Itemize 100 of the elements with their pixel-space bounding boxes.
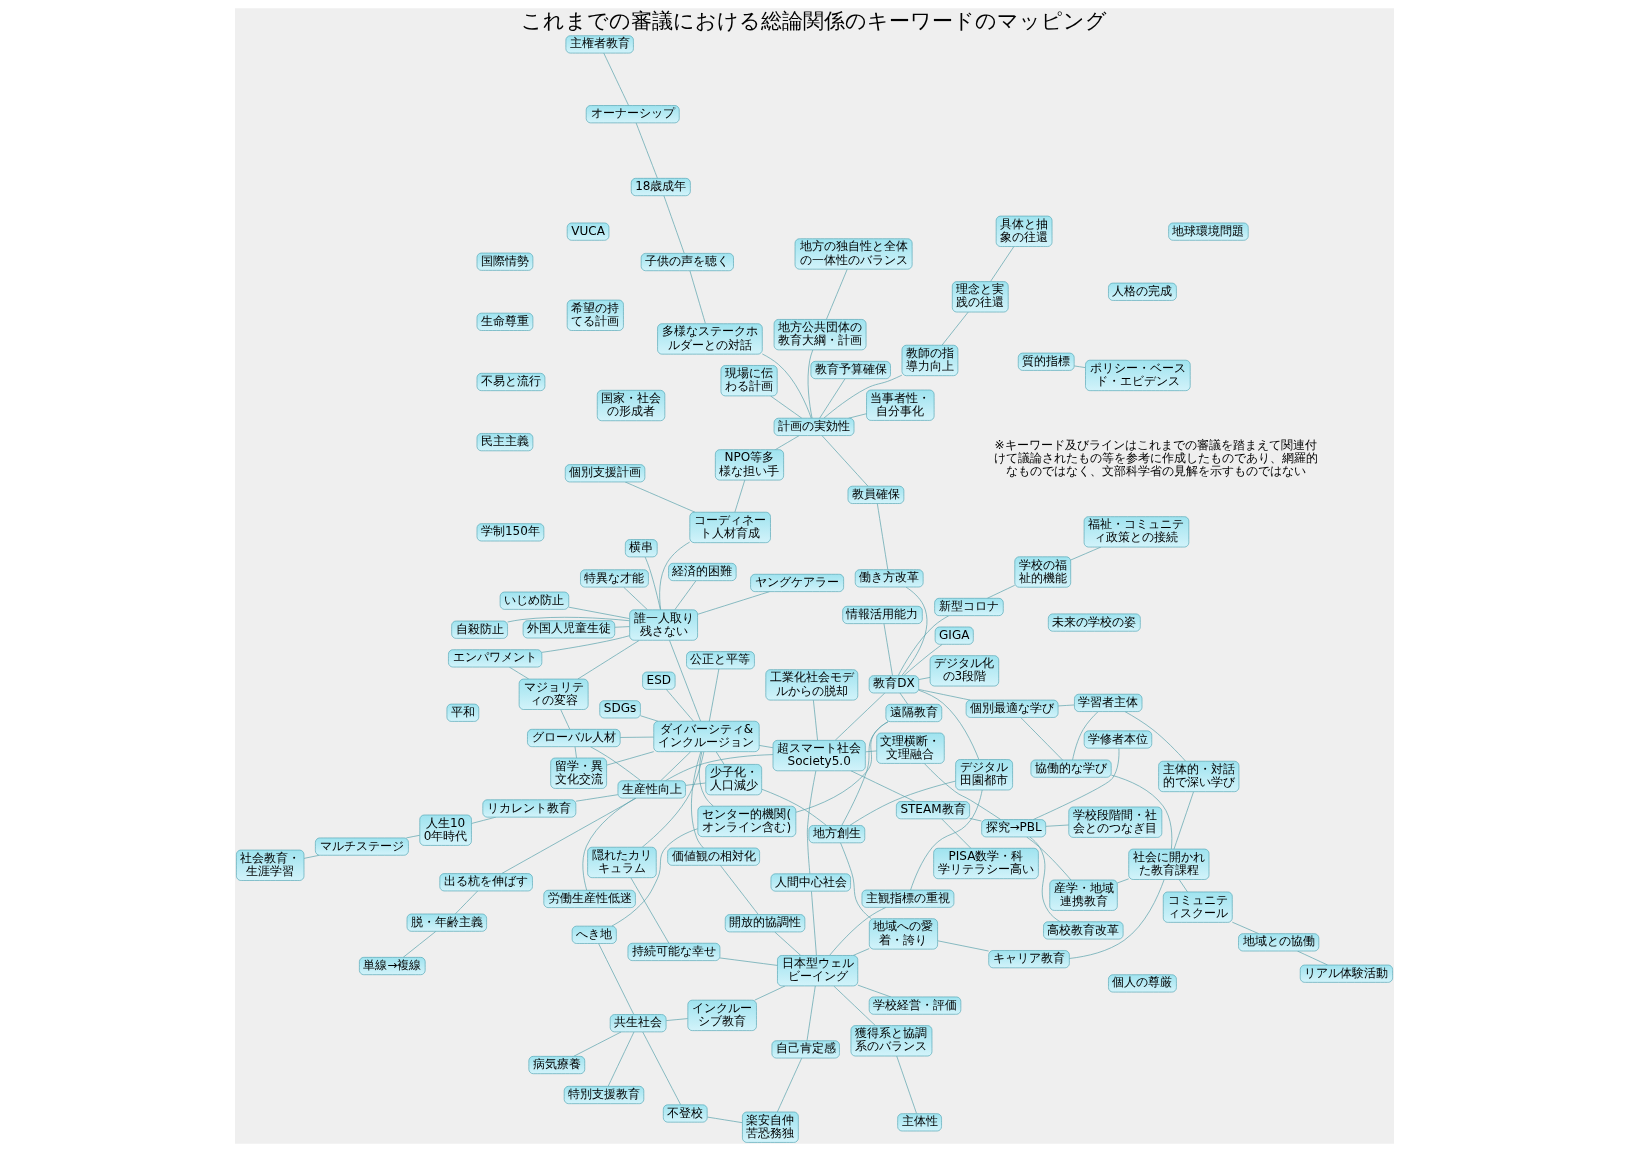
node-box: 経済的困難 xyxy=(668,562,737,581)
connector xyxy=(659,541,691,611)
connector xyxy=(923,763,1002,820)
connector xyxy=(1173,791,1194,850)
connector xyxy=(734,479,746,513)
connector xyxy=(910,789,983,891)
node-box: 地球環境問題 xyxy=(1168,222,1249,241)
node-box: 価値観の相対化 xyxy=(667,847,760,866)
connector xyxy=(697,591,770,615)
node-box: 主体性 xyxy=(897,1113,942,1132)
connector xyxy=(640,715,659,722)
node-box: グローバル人材 xyxy=(527,728,621,748)
diagram-title: これまでの審議における総論関係のキーワードのマッピング xyxy=(521,7,1108,33)
connector xyxy=(761,788,827,826)
node-box: へき地 xyxy=(571,925,617,944)
node-box: 個別支援計画 xyxy=(564,464,646,483)
node-box: 病気療養 xyxy=(528,1056,586,1075)
node-box: ポリシー・ベースド・エビデンス xyxy=(1085,359,1191,391)
connector xyxy=(685,782,707,786)
node-box: 学制150年 xyxy=(476,523,545,542)
connector xyxy=(560,709,571,730)
node-box: 主観指標の重視 xyxy=(861,889,955,908)
connector xyxy=(663,195,685,254)
connector xyxy=(669,639,701,722)
connector xyxy=(1069,879,1165,959)
connector xyxy=(896,1055,917,1114)
connector xyxy=(833,985,876,1026)
connector xyxy=(706,1116,743,1124)
node-box: ダイバーシティ&インクルージョン xyxy=(653,720,760,753)
connector xyxy=(807,770,817,875)
node-box: 福祉・コミュニティ政策との接続 xyxy=(1083,516,1190,548)
node-box: 未来の学校の姿 xyxy=(1048,613,1141,632)
connector xyxy=(813,699,818,741)
node-box: 留学・異文化交流 xyxy=(550,757,607,789)
node-box: いじめ防止 xyxy=(499,591,570,610)
node-box: 少子化・人口減少 xyxy=(705,764,762,796)
node-box: 不易と流行 xyxy=(476,372,546,391)
node-box: 地域への愛着・誇り xyxy=(868,918,938,950)
node-box: 個人の尊厳 xyxy=(1108,974,1177,993)
connector xyxy=(719,957,778,966)
connector xyxy=(606,751,655,766)
node-box: 教育予算確保 xyxy=(810,361,891,380)
node-box: ESD xyxy=(642,671,676,690)
connector xyxy=(1057,704,1075,707)
connector xyxy=(665,754,774,782)
connector xyxy=(614,626,630,628)
node-box: リカレント教育 xyxy=(482,799,577,818)
connector xyxy=(303,854,320,859)
connector xyxy=(1178,879,1188,893)
node-box: 計画の実効性 xyxy=(773,417,855,436)
connector xyxy=(834,692,886,741)
connector xyxy=(821,435,869,487)
node-box: 教師の指導力向上 xyxy=(901,344,959,376)
node-box: 労働生産性低迷 xyxy=(543,889,636,908)
connector xyxy=(776,1057,803,1113)
connector xyxy=(849,780,956,826)
connector xyxy=(826,268,848,320)
node-box: 人生100年時代 xyxy=(419,814,472,846)
node-box: 18歳成年 xyxy=(630,178,691,197)
label: ※キーワード及びラインはこれまでの審議を踏まえて関連付けて議論されたもの等を参考に作成したものであり、網羅的なものではなく、文部科学省の見解を示すものではない xyxy=(993,438,1318,479)
node-box: 高校教育改革 xyxy=(1043,921,1124,940)
connector xyxy=(501,797,637,874)
node-box: 学校経営・評価 xyxy=(868,996,962,1015)
node-box: 具体と抽象の往還 xyxy=(995,215,1053,247)
node-box: 教育DX xyxy=(868,675,920,694)
node-box: 地域との協働 xyxy=(1238,933,1320,952)
connector xyxy=(1124,711,1186,762)
node-box: NPO等多様な担い手 xyxy=(715,449,784,481)
connector xyxy=(574,746,577,759)
node-box: 現場に伝わる計画 xyxy=(720,365,778,397)
node-box: 探究→PBL xyxy=(981,819,1047,838)
node-box: 特別支援教育 xyxy=(563,1085,645,1104)
connector xyxy=(406,834,421,839)
node-box: リアル体験活動 xyxy=(1299,964,1393,983)
connector xyxy=(918,677,931,680)
node-box: 学修者本位 xyxy=(1083,730,1153,749)
node-box: 獲得系と協調系のバランス xyxy=(850,1025,933,1057)
connector xyxy=(402,931,437,958)
connector xyxy=(754,985,786,1001)
node-box: 遠隔教育 xyxy=(885,703,943,722)
node-box: 単線→複線 xyxy=(359,957,426,976)
node-box: 主体的・対話的で深い学び xyxy=(1158,760,1240,793)
node-box: 当事者性・自分事化 xyxy=(866,389,935,421)
connector xyxy=(941,311,969,346)
node-box: 文理横断・文理融合 xyxy=(876,732,945,764)
node-box: センター的機関(オンライン含む) xyxy=(697,805,797,837)
node-box: マジョリティの変容 xyxy=(518,678,589,710)
node-box: 外国人児童生徒 xyxy=(522,620,616,639)
node-box: 働き方改革 xyxy=(854,569,924,588)
node-box: 楽安自仲苦恐務独 xyxy=(742,1111,799,1143)
node-box: 共生社会 xyxy=(609,1014,667,1033)
node-box: 地方創生 xyxy=(808,825,866,844)
node-box: 情報活用能力 xyxy=(842,605,923,624)
connector xyxy=(876,503,889,570)
connector xyxy=(840,842,872,920)
node-box: デジタル田園都市 xyxy=(955,759,1013,791)
connector xyxy=(660,751,691,782)
connector xyxy=(644,556,661,611)
node-box: 子供の声を聴く xyxy=(640,253,734,272)
connector xyxy=(624,481,696,513)
